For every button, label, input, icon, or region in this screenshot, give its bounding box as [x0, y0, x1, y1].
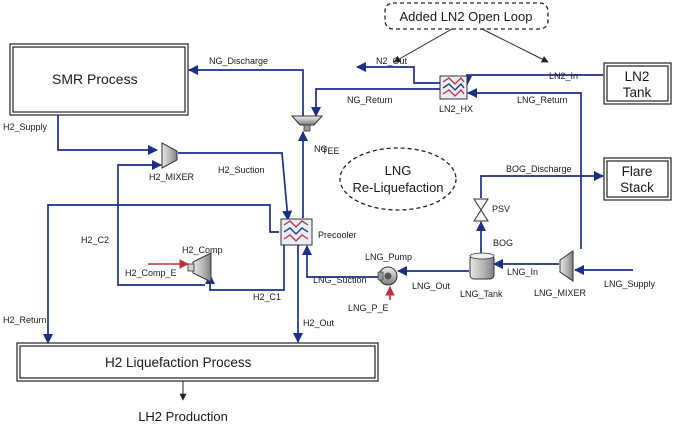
stream-label-lng-p-e: LNG_P_E	[348, 303, 389, 313]
flare-stack-label-line1: Flare	[622, 164, 653, 179]
smr-process-block: SMR Process	[9, 43, 189, 116]
psv-valve-icon[interactable]	[473, 198, 489, 222]
smr-process-label: SMR Process	[52, 71, 138, 87]
stream-label-h2-supply: H2_Supply	[3, 122, 48, 132]
precooler-icon[interactable]	[280, 218, 313, 246]
stream-label-h2-c2: H2_C2	[81, 235, 109, 245]
stream-label-h2-out: H2_Out	[303, 318, 335, 328]
tee-label: TEE	[322, 146, 340, 156]
stream-label-ng: NG	[314, 144, 328, 154]
stream-label-lng-return: LNG_Return	[517, 95, 568, 105]
stream-label-bog: BOG	[493, 238, 513, 248]
h2-mixer-icon[interactable]	[161, 142, 178, 169]
stream-label-h2-comp-e: H2_Comp_E	[125, 268, 177, 278]
stream-label-lng-out: LNG_Out	[412, 281, 451, 291]
stream-label-ng-return: NG_Return	[347, 95, 393, 105]
lng-mixer-icon[interactable]	[559, 250, 574, 282]
ln2-hx-label: LN2_HX	[439, 104, 473, 114]
lng-mixer-label: LNG_MIXER	[534, 288, 587, 298]
precooler-label: Precooler	[318, 230, 357, 240]
h2-mixer-label: H2_MIXER	[149, 172, 195, 182]
stream-label-bog-discharge: BOG_Discharge	[506, 164, 572, 174]
ln2-hx-icon[interactable]	[439, 75, 468, 100]
reliquefaction-label-line1: LNG	[385, 163, 412, 178]
stream-label-n2-out: N2_Out	[376, 56, 408, 66]
ln2-tank-label-line2: Tank	[623, 85, 652, 100]
lh2-production-output: LH2 Production	[138, 381, 228, 424]
reliquefaction-label-line2: Re-Liquefaction	[352, 180, 443, 195]
open-loop-label: Added LN2 Open Loop	[400, 9, 533, 24]
open-loop-callout: Added LN2 Open Loop	[384, 2, 549, 63]
stream-label-lng-suction: LNG_Suction	[313, 275, 367, 285]
h2-comp-icon[interactable]	[187, 252, 212, 283]
stream-lines	[42, 61, 633, 345]
stream-label-lng-supply: LNG_Supply	[604, 279, 656, 289]
lng-tank-label: LNG_Tank	[460, 289, 503, 299]
ln2-tank-label-line1: LN2	[625, 69, 650, 84]
flare-stack-block: Flare Stack	[603, 157, 672, 201]
lh2-production-label: LH2 Production	[138, 409, 228, 424]
h2-comp-label: H2_Comp	[182, 245, 223, 255]
reliquefaction-callout: LNG Re-Liquefaction	[339, 147, 457, 211]
h2-liquefaction-label: H2 Liquefaction Process	[105, 355, 252, 370]
lng-pump-label: LNG_Pump	[365, 252, 412, 262]
lng-pump-icon[interactable]	[377, 266, 398, 286]
stream-label-ng-discharge: NG_Discharge	[209, 56, 268, 66]
psv-label: PSV	[492, 204, 510, 214]
stream-label-h2-c1: H2_C1	[253, 292, 281, 302]
flare-stack-label-line2: Stack	[620, 180, 654, 195]
stream-labels: NG_Discharge N2_Out LN2_In NG_Return LNG…	[3, 56, 656, 328]
stream-label-h2-return: H2_Return	[3, 315, 47, 325]
tee-icon[interactable]	[290, 115, 324, 132]
lng-tank-icon[interactable]	[469, 252, 495, 280]
h2-liquefaction-block: H2 Liquefaction Process	[16, 342, 379, 382]
stream-label-ln2-in: LN2_In	[549, 71, 578, 81]
ln2-tank-block: LN2 Tank	[603, 62, 672, 105]
stream-label-lng-in: LNG_In	[507, 267, 538, 277]
stream-label-h2-suction: H2_Suction	[218, 165, 265, 175]
energy-lines	[148, 259, 395, 300]
